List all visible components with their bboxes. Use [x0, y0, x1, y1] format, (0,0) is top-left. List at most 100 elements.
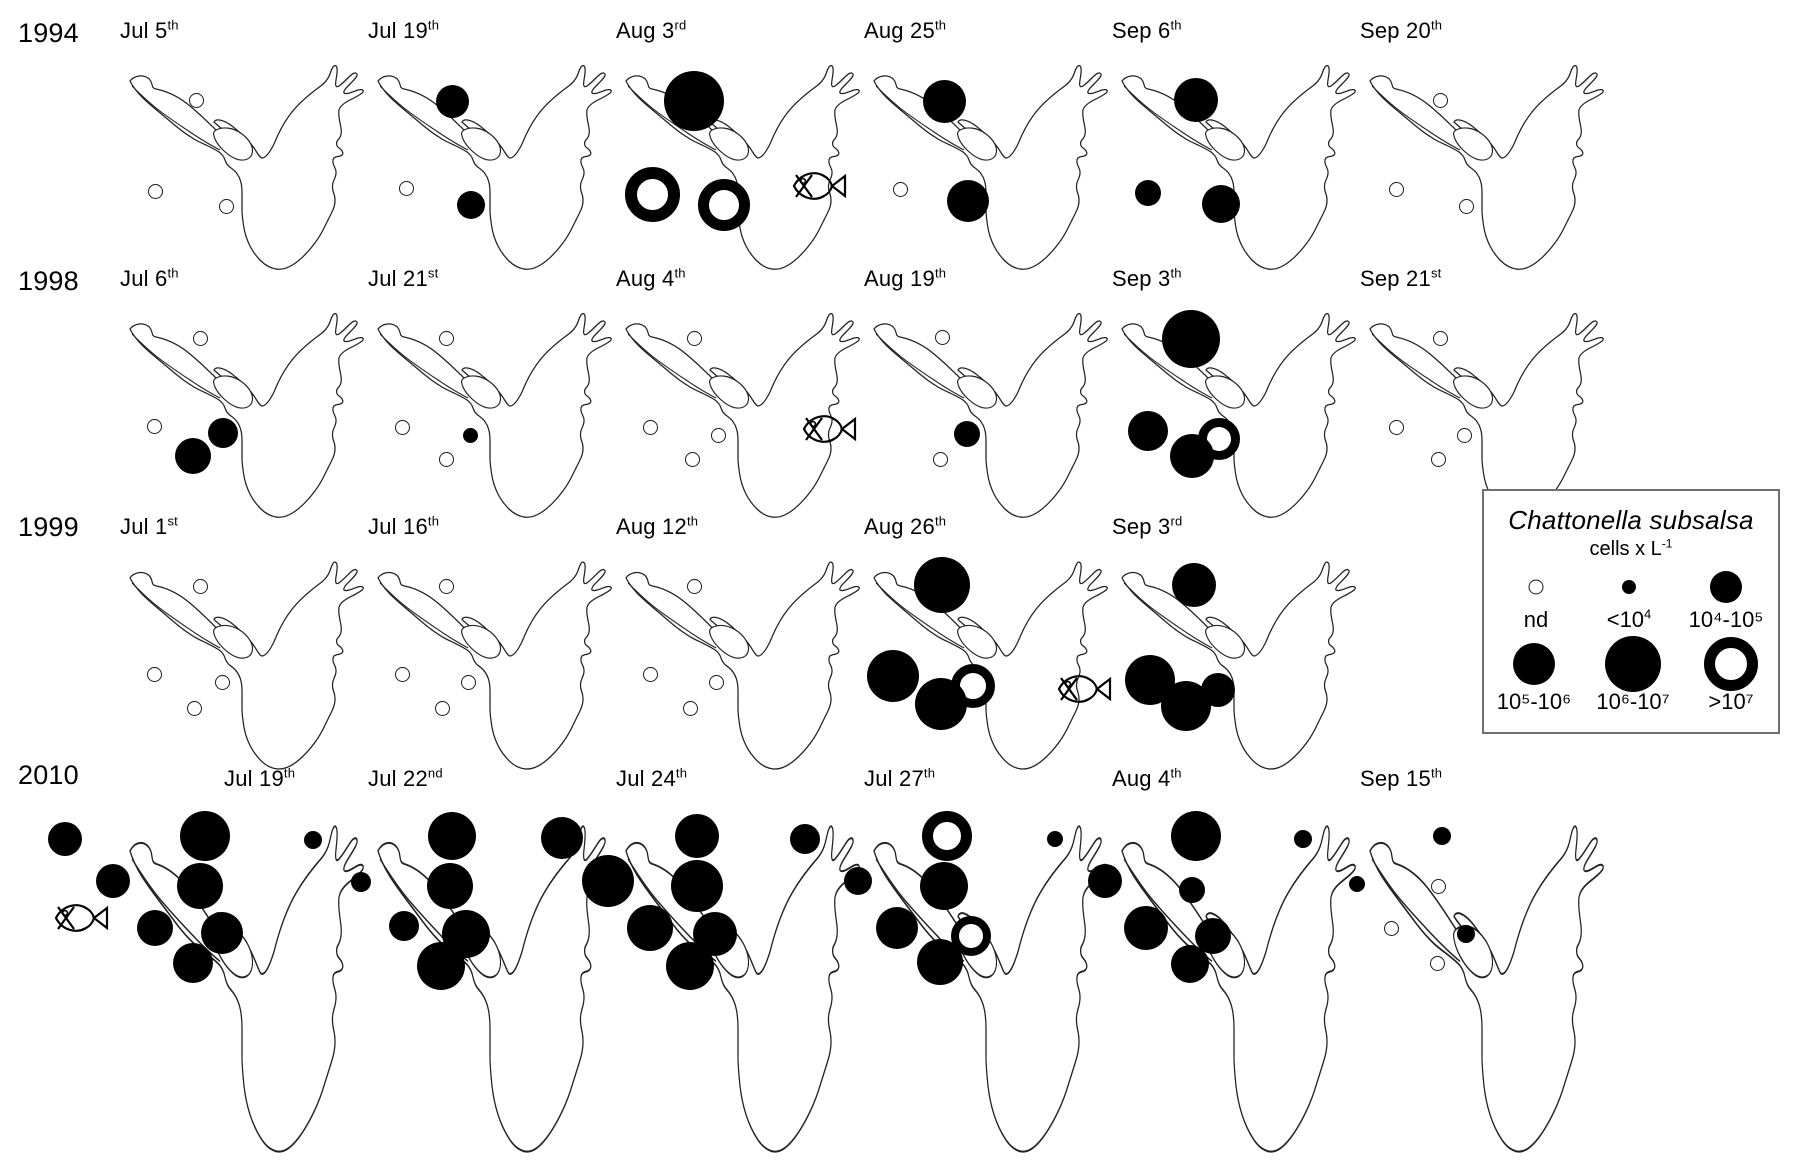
station-marker-nd — [1383, 920, 1399, 936]
panel-date-label: Aug 25th — [864, 18, 946, 44]
legend-symbol-5to6 — [1484, 637, 1584, 691]
station-marker-c5to6 — [137, 910, 173, 946]
panel-date-main: Sep 6 — [1112, 18, 1171, 43]
panel-date-label: Jul 5th — [120, 18, 179, 44]
station-marker-nd — [1430, 451, 1446, 467]
map-panel-2010-5: Aug 4th — [1112, 748, 1370, 1153]
station-marker-c6to7 — [627, 905, 673, 951]
map-panel-1999-3: Aug 12th — [616, 496, 874, 770]
bay-coastline-map — [1112, 34, 1370, 282]
station-marker-nd — [186, 700, 202, 716]
panel-date-main: Aug 4 — [616, 266, 675, 291]
station-marker-c6to7 — [428, 812, 476, 860]
station-marker-c6to7 — [1124, 906, 1168, 950]
legend-units-exponent: -1 — [1661, 536, 1673, 551]
legend-item-lt4: <104 — [1579, 565, 1679, 633]
station-marker-nd — [1456, 427, 1472, 443]
panel-date-main: Aug 4 — [1112, 766, 1171, 791]
legend-box: Chattonella subsalsa cells x L-1 nd <104 — [1482, 489, 1780, 734]
panel-date-ordinal: rd — [674, 17, 687, 33]
map-panel-1998-1: Jul 6th — [120, 248, 378, 518]
panel-date-label: Jul 21st — [368, 266, 438, 292]
bay-coastline-map — [1112, 776, 1370, 1172]
bay-coastline-map — [368, 34, 626, 282]
legend-caption-4to5: 10⁴-10⁵ — [1688, 607, 1764, 632]
panel-date-label: Sep 21st — [1360, 266, 1441, 292]
bay-coastline-map — [368, 776, 626, 1172]
panel-date-label: Jul 24th — [616, 766, 687, 792]
legend-units: cells x L-1 — [1484, 536, 1778, 561]
station-marker-nd — [434, 700, 450, 716]
map-panel-1994-5: Sep 6th — [1112, 0, 1370, 270]
panel-date-label: Sep 20th — [1360, 18, 1442, 44]
bay-coastline-map — [864, 530, 1122, 782]
panel-date-main: Aug 19 — [864, 266, 935, 291]
panel-date-label: Jul 22nd — [368, 766, 443, 792]
station-marker-c6to7 — [1171, 945, 1209, 983]
panel-date-ordinal: th — [1170, 265, 1182, 281]
panel-date-ordinal: th — [167, 265, 179, 281]
station-marker-c6to7 — [1161, 681, 1211, 731]
station-marker-c6to7 — [867, 650, 919, 702]
station-marker-gt7 — [624, 166, 680, 222]
bay-coastline-map — [120, 530, 378, 782]
station-marker-nd — [934, 329, 950, 345]
station-marker-c5to6 — [1174, 78, 1218, 122]
station-marker-c4to5 — [435, 84, 469, 118]
panel-date-main: Sep 20 — [1360, 18, 1431, 43]
panel-date-ordinal: th — [1170, 17, 1182, 33]
bay-coastline-map — [864, 282, 1122, 530]
station-marker-nd — [438, 330, 454, 346]
station-marker-nd — [146, 666, 162, 682]
panel-date-main: Sep 3 — [1112, 514, 1171, 539]
station-marker-nd — [684, 451, 700, 467]
bay-coastline-map — [616, 530, 874, 782]
bay-coastline-map — [368, 282, 626, 530]
station-marker-nd — [1429, 955, 1445, 971]
station-marker-nd — [1388, 181, 1404, 197]
station-marker-nd — [398, 180, 414, 196]
panel-date-ordinal: st — [427, 265, 439, 281]
legend-units-text: cells x L — [1589, 538, 1662, 560]
panel-date-label: Aug 3rd — [616, 18, 686, 44]
station-marker-c6to7 — [915, 678, 967, 730]
panel-date-label: Aug 12th — [616, 514, 698, 540]
station-marker-nd — [460, 674, 476, 690]
station-marker-c6to7 — [177, 863, 223, 909]
dead-fish-icon — [790, 166, 848, 211]
panel-date-ordinal: th — [934, 513, 947, 529]
map-panel-1994-4: Aug 25th — [864, 0, 1122, 270]
station-marker-nd — [192, 330, 208, 346]
map-panel-1999-5: Sep 3rd — [1112, 496, 1370, 770]
panel-date-ordinal: st — [1430, 265, 1442, 281]
bay-coastline-map — [120, 282, 378, 530]
bay-coastline-map — [1360, 282, 1618, 530]
panel-date-ordinal: th — [427, 513, 440, 529]
station-marker-lt4 — [1047, 831, 1063, 847]
station-marker-lt4 — [462, 427, 478, 443]
station-marker-c5to6 — [1088, 864, 1122, 898]
station-marker-c5to6 — [96, 864, 130, 898]
year-label-1999: 1999 — [18, 512, 79, 542]
station-marker-c6to7 — [582, 855, 634, 907]
station-marker-nd — [394, 666, 410, 682]
year-label-1994: 1994 — [18, 18, 79, 48]
legend-row-top: nd <104 10⁴-10⁵ — [1484, 565, 1778, 632]
station-marker-nd — [1432, 92, 1448, 108]
station-marker-nd — [892, 181, 908, 197]
station-marker-c5to6 — [1202, 185, 1240, 223]
bay-coastline-map — [120, 776, 378, 1172]
station-marker-c4to5 — [351, 872, 371, 892]
panel-date-main: Aug 26 — [864, 514, 935, 539]
bay-coastline-map — [120, 34, 378, 282]
panel-date-ordinal: th — [923, 765, 936, 781]
panel-date-main: Jul 19 — [224, 766, 284, 791]
bay-coastline-map — [616, 282, 874, 530]
station-marker-c5to6 — [844, 867, 872, 895]
legend-item-6to7: 10⁶-10⁷ — [1580, 636, 1686, 715]
legend-symbol-6to7 — [1580, 636, 1686, 692]
legend-symbol-nd — [1490, 565, 1582, 609]
panel-date-label: Jul 16th — [368, 514, 439, 540]
panel-date-main: Aug 12 — [616, 514, 687, 539]
